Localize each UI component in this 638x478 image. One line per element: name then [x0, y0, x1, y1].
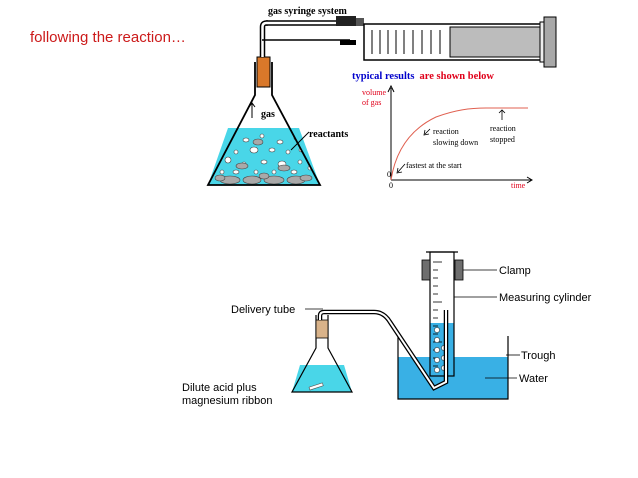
gas-bubble [249, 146, 259, 154]
gas-bubble [434, 337, 440, 343]
acid-liquid [292, 365, 352, 392]
measuring-cylinder-label: Measuring cylinder [499, 292, 592, 304]
gas-bubble [290, 169, 298, 175]
cylinder-scale [433, 261, 442, 367]
flask-bung [256, 56, 271, 88]
stopped-arrow-head [498, 109, 506, 114]
syringe-plunger [449, 26, 545, 58]
measuring-cylinder [426, 251, 458, 377]
delivery-tube-label: Delivery tube [231, 304, 295, 316]
plunger-handle [543, 16, 557, 68]
gas-bubble [242, 137, 250, 143]
graph-origin-y: 0 [387, 170, 391, 179]
reaction-flask [206, 62, 322, 186]
acid-label-line2: magnesium ribbon [182, 395, 273, 407]
solid-particle [235, 162, 249, 170]
reactants-pointer [290, 131, 310, 151]
clamp-left-jaw [421, 259, 431, 281]
small-flask-outline [290, 315, 354, 393]
trough-outline [397, 336, 509, 400]
fastest-label: fastest at the start [406, 161, 463, 170]
magnesium-ribbon [308, 382, 324, 391]
gas-bubble [297, 159, 303, 165]
fastest-arrow-head [396, 167, 403, 174]
syringe-nozzle [336, 16, 356, 26]
solid-particle [277, 164, 291, 172]
gas-bubble [434, 367, 440, 373]
graph-xlabel: time [511, 181, 526, 190]
syringe-label: gas syringe system [268, 6, 348, 17]
gas-label: gas [261, 109, 275, 120]
graph-ylabel-line2: of gas [362, 98, 381, 107]
stopped-label-line1: reaction [490, 124, 516, 133]
gas-bubble [276, 139, 284, 145]
syringe-tip [356, 18, 364, 26]
gas-bubble [285, 149, 291, 155]
solid-particle [242, 175, 262, 185]
gas-bubble [260, 159, 268, 165]
gas-bubble [224, 156, 232, 164]
small-flask-bung [315, 319, 329, 339]
clamp-label: Clamp [499, 265, 531, 277]
acid-label-line1: Dilute acid plus [182, 382, 257, 394]
solid-particle [214, 174, 226, 182]
gas-bubble [268, 147, 276, 153]
trough-label: Trough [521, 350, 555, 362]
gas-bubble [434, 347, 440, 353]
solid-particle [299, 174, 313, 182]
results-caption: typical results are shown below [352, 71, 494, 82]
barrel-end [539, 21, 545, 63]
results-caption-part1: typical results [352, 71, 415, 82]
volume-curve [390, 107, 528, 181]
gas-volume-graph: volume of gas time 0 0 reaction slowing … [362, 84, 533, 190]
graph-x-axis-arrow [526, 176, 533, 184]
slowing-label-line1: reaction [433, 127, 459, 136]
graph-y-axis-arrow [387, 84, 395, 93]
water-label: Water [519, 373, 548, 385]
solid-particle [252, 138, 264, 146]
gas-bubble [253, 169, 259, 175]
syringe-clamp [340, 40, 356, 45]
graph-origin-x: 0 [389, 181, 393, 190]
solid-particle [263, 175, 285, 185]
gas-arrow-head [248, 102, 256, 108]
delivery-tube-inner [319, 310, 447, 390]
gas-bubble [434, 327, 440, 333]
reactants-label: reactants [309, 129, 348, 140]
gas-syringe [363, 16, 557, 68]
fastest-arrow [397, 163, 406, 173]
graph-ylabel-line1: volume [362, 88, 386, 97]
solid-particle [258, 172, 270, 180]
gas-bubble [219, 169, 225, 175]
clamp-right-jaw [454, 259, 464, 281]
stopped-label-line2: stopped [490, 135, 515, 144]
gas-bubble [271, 169, 277, 175]
results-caption-part2: are shown below [420, 71, 495, 82]
conical-flask-outline [206, 62, 322, 186]
gas-bubble [233, 149, 239, 155]
slowing-arrow-head [423, 129, 430, 136]
page-heading: following the reaction… [30, 29, 186, 46]
slowing-label-line2: slowing down [433, 138, 478, 147]
syringe-scale [371, 30, 441, 54]
gas-bubble [232, 169, 240, 175]
gas-bubble [434, 357, 440, 363]
gas-bubble [259, 133, 265, 139]
slowing-arrow [424, 128, 431, 135]
